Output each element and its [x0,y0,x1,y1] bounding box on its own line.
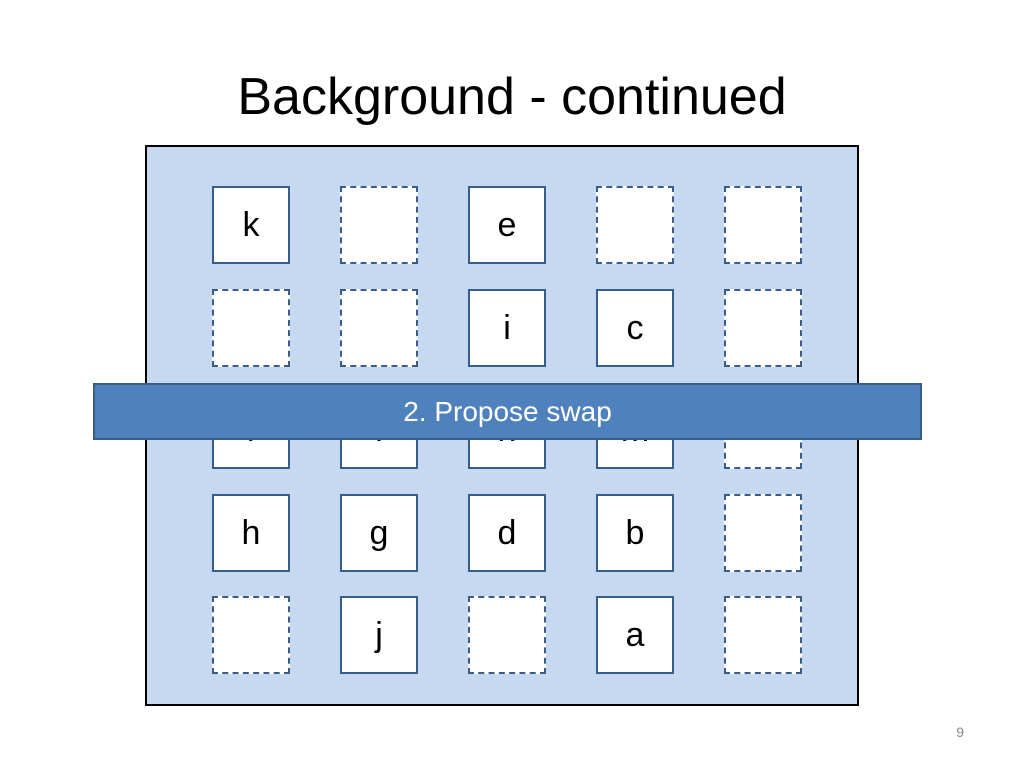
grid-cell-i: i [468,289,546,367]
grid-cell-empty [596,186,674,264]
grid-cell-k: k [212,186,290,264]
grid-cell-d: d [468,494,546,572]
propose-swap-banner: 2. Propose swap [93,383,922,440]
grid-cell-empty [468,596,546,674]
grid-cell-empty [724,186,802,264]
page-number: 9 [956,724,964,740]
grid-cell-empty [340,289,418,367]
grid-cell-j: j [340,596,418,674]
grid-cell-g: g [340,494,418,572]
grid-cell-e: e [468,186,546,264]
grid-cell-empty [724,596,802,674]
grid-cell-empty [340,186,418,264]
grid-cell-empty [724,289,802,367]
grid-cell-empty [212,289,290,367]
grid-cell-a: a [596,596,674,674]
grid-cell-b: b [596,494,674,572]
grid-cell-empty [724,494,802,572]
grid-cell-empty [212,596,290,674]
grid-cell-c: c [596,289,674,367]
slide-title: Background - continued [237,68,787,126]
grid-cell-h: h [212,494,290,572]
